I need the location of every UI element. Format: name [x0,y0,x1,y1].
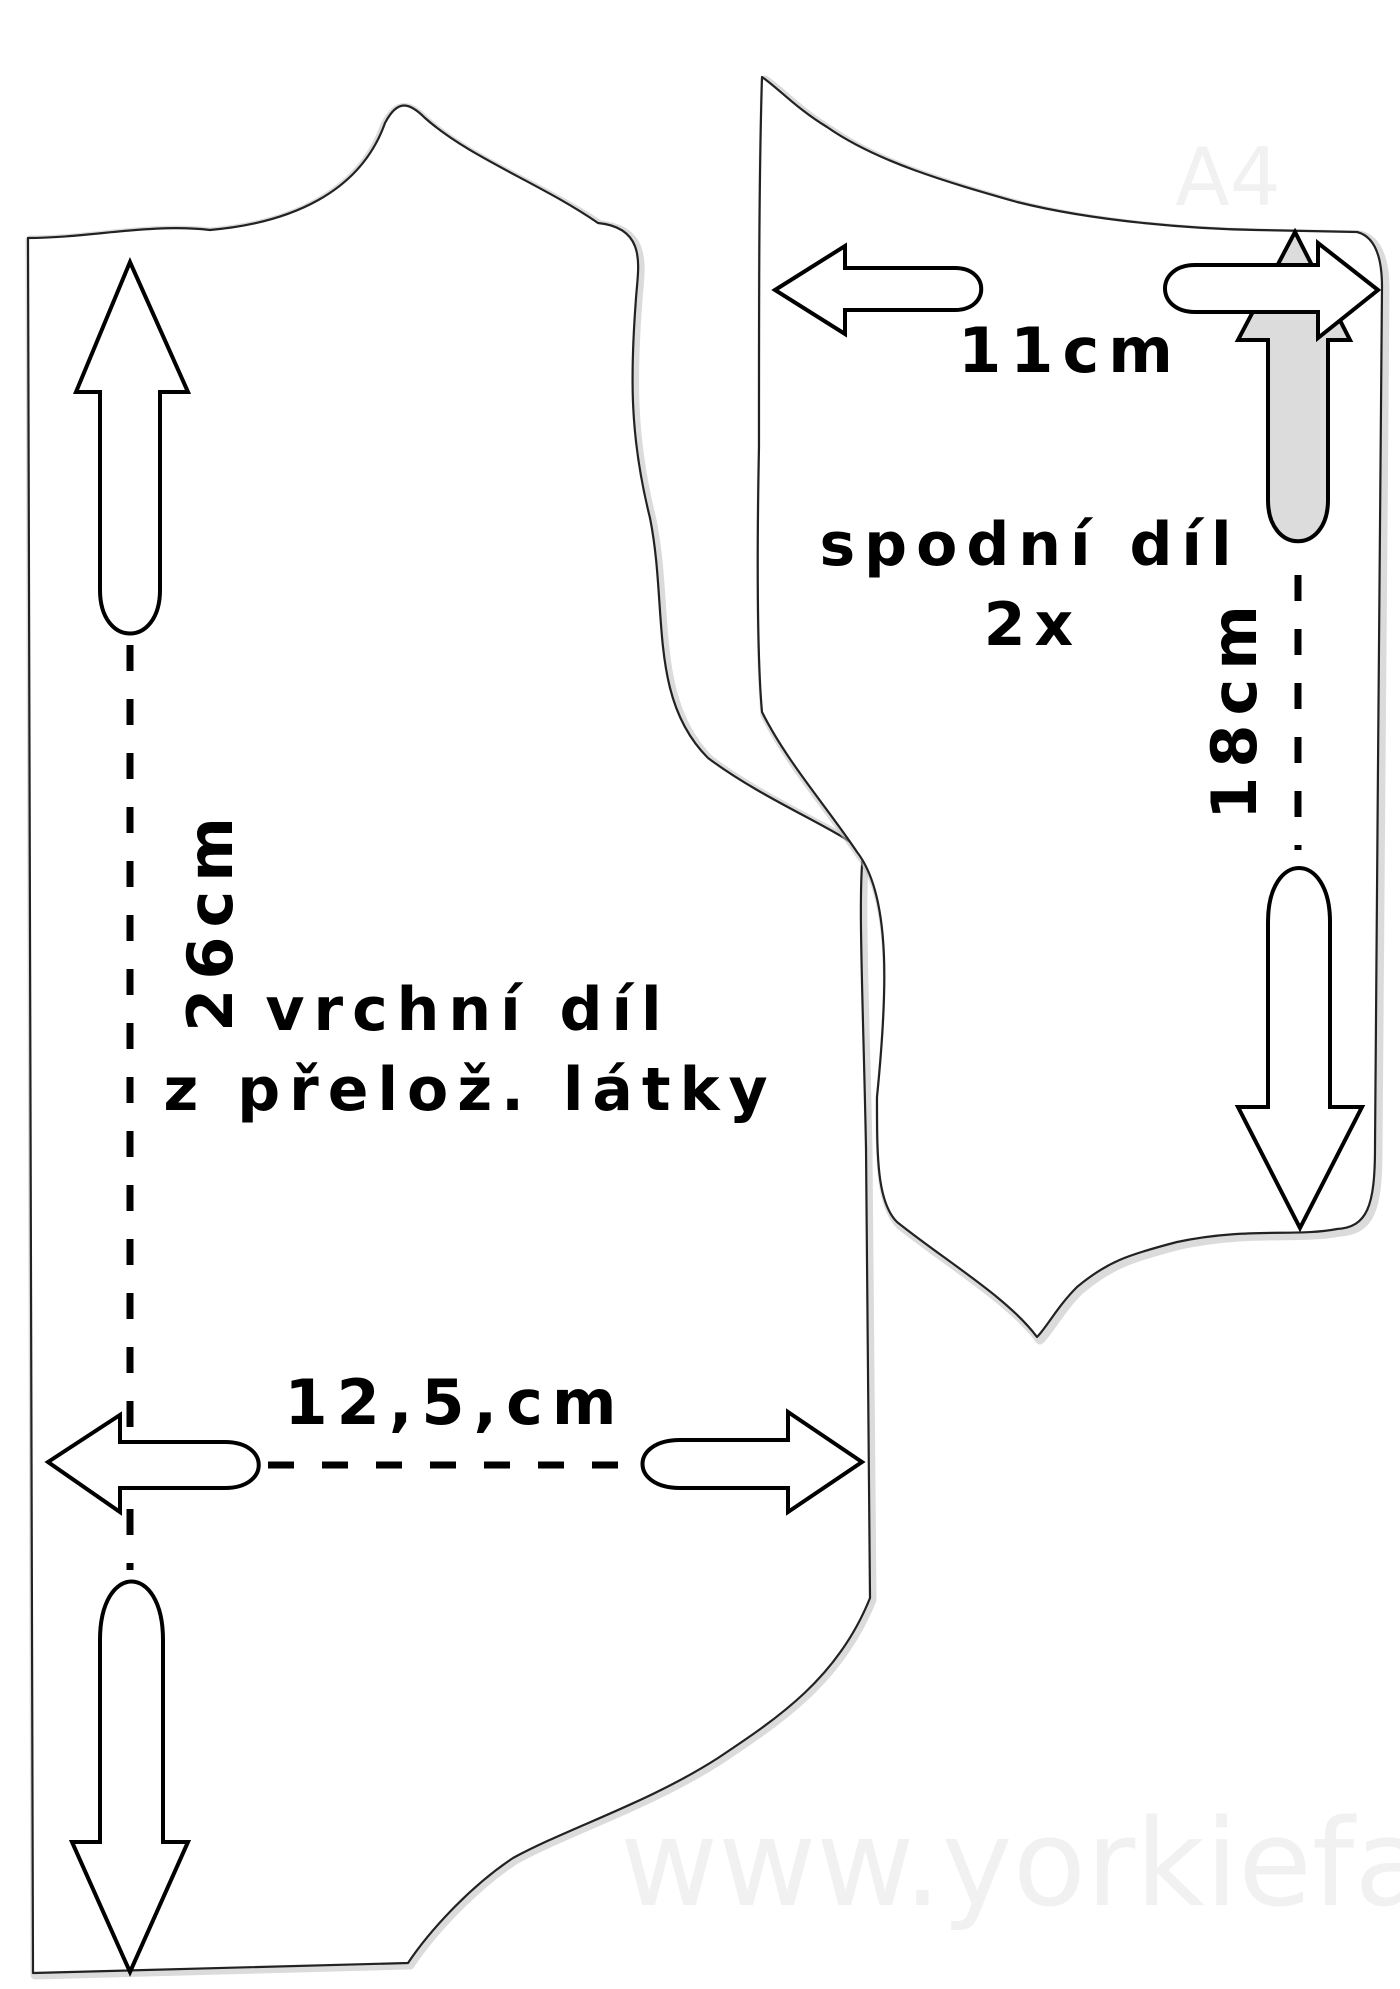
lower-width-arrow-right-icon [1163,238,1382,343]
lower-piece-outline [756,75,1384,1339]
lower-piece-count: 2x [984,590,1082,660]
lower-width-label: 11cm [958,314,1182,387]
upper-piece-name: vrchní díl [265,975,670,1045]
upper-piece-fold-note: z přelož. látky [163,1055,776,1125]
upper-grain-arrow-down-icon [68,1579,192,1977]
lower-width-arrow-left-icon [771,242,984,338]
upper-grain-arrow-up-icon [73,256,192,636]
site-watermark: www.yorkiefan.p [620,1795,1400,1934]
upper-width-arrow-left-icon [44,1411,261,1516]
upper-width-arrow-right-icon [640,1408,866,1516]
upper-piece: 26cm 12,5,cm vrchní díl z přelož. látky [25,103,877,1980]
lower-height-label: 18cm [1198,596,1271,820]
upper-width-label: 12,5,cm [285,1366,626,1439]
paper-size-watermark: A4 [1175,131,1281,224]
lower-piece: 11cm 18cm spodní díl 2x [756,75,1390,1345]
upper-height-label: 26cm [174,808,247,1032]
lower-grain-arrow-down-icon [1234,866,1366,1233]
lower-piece-name: spodní díl [819,510,1240,580]
upper-piece-outline [26,104,872,1975]
